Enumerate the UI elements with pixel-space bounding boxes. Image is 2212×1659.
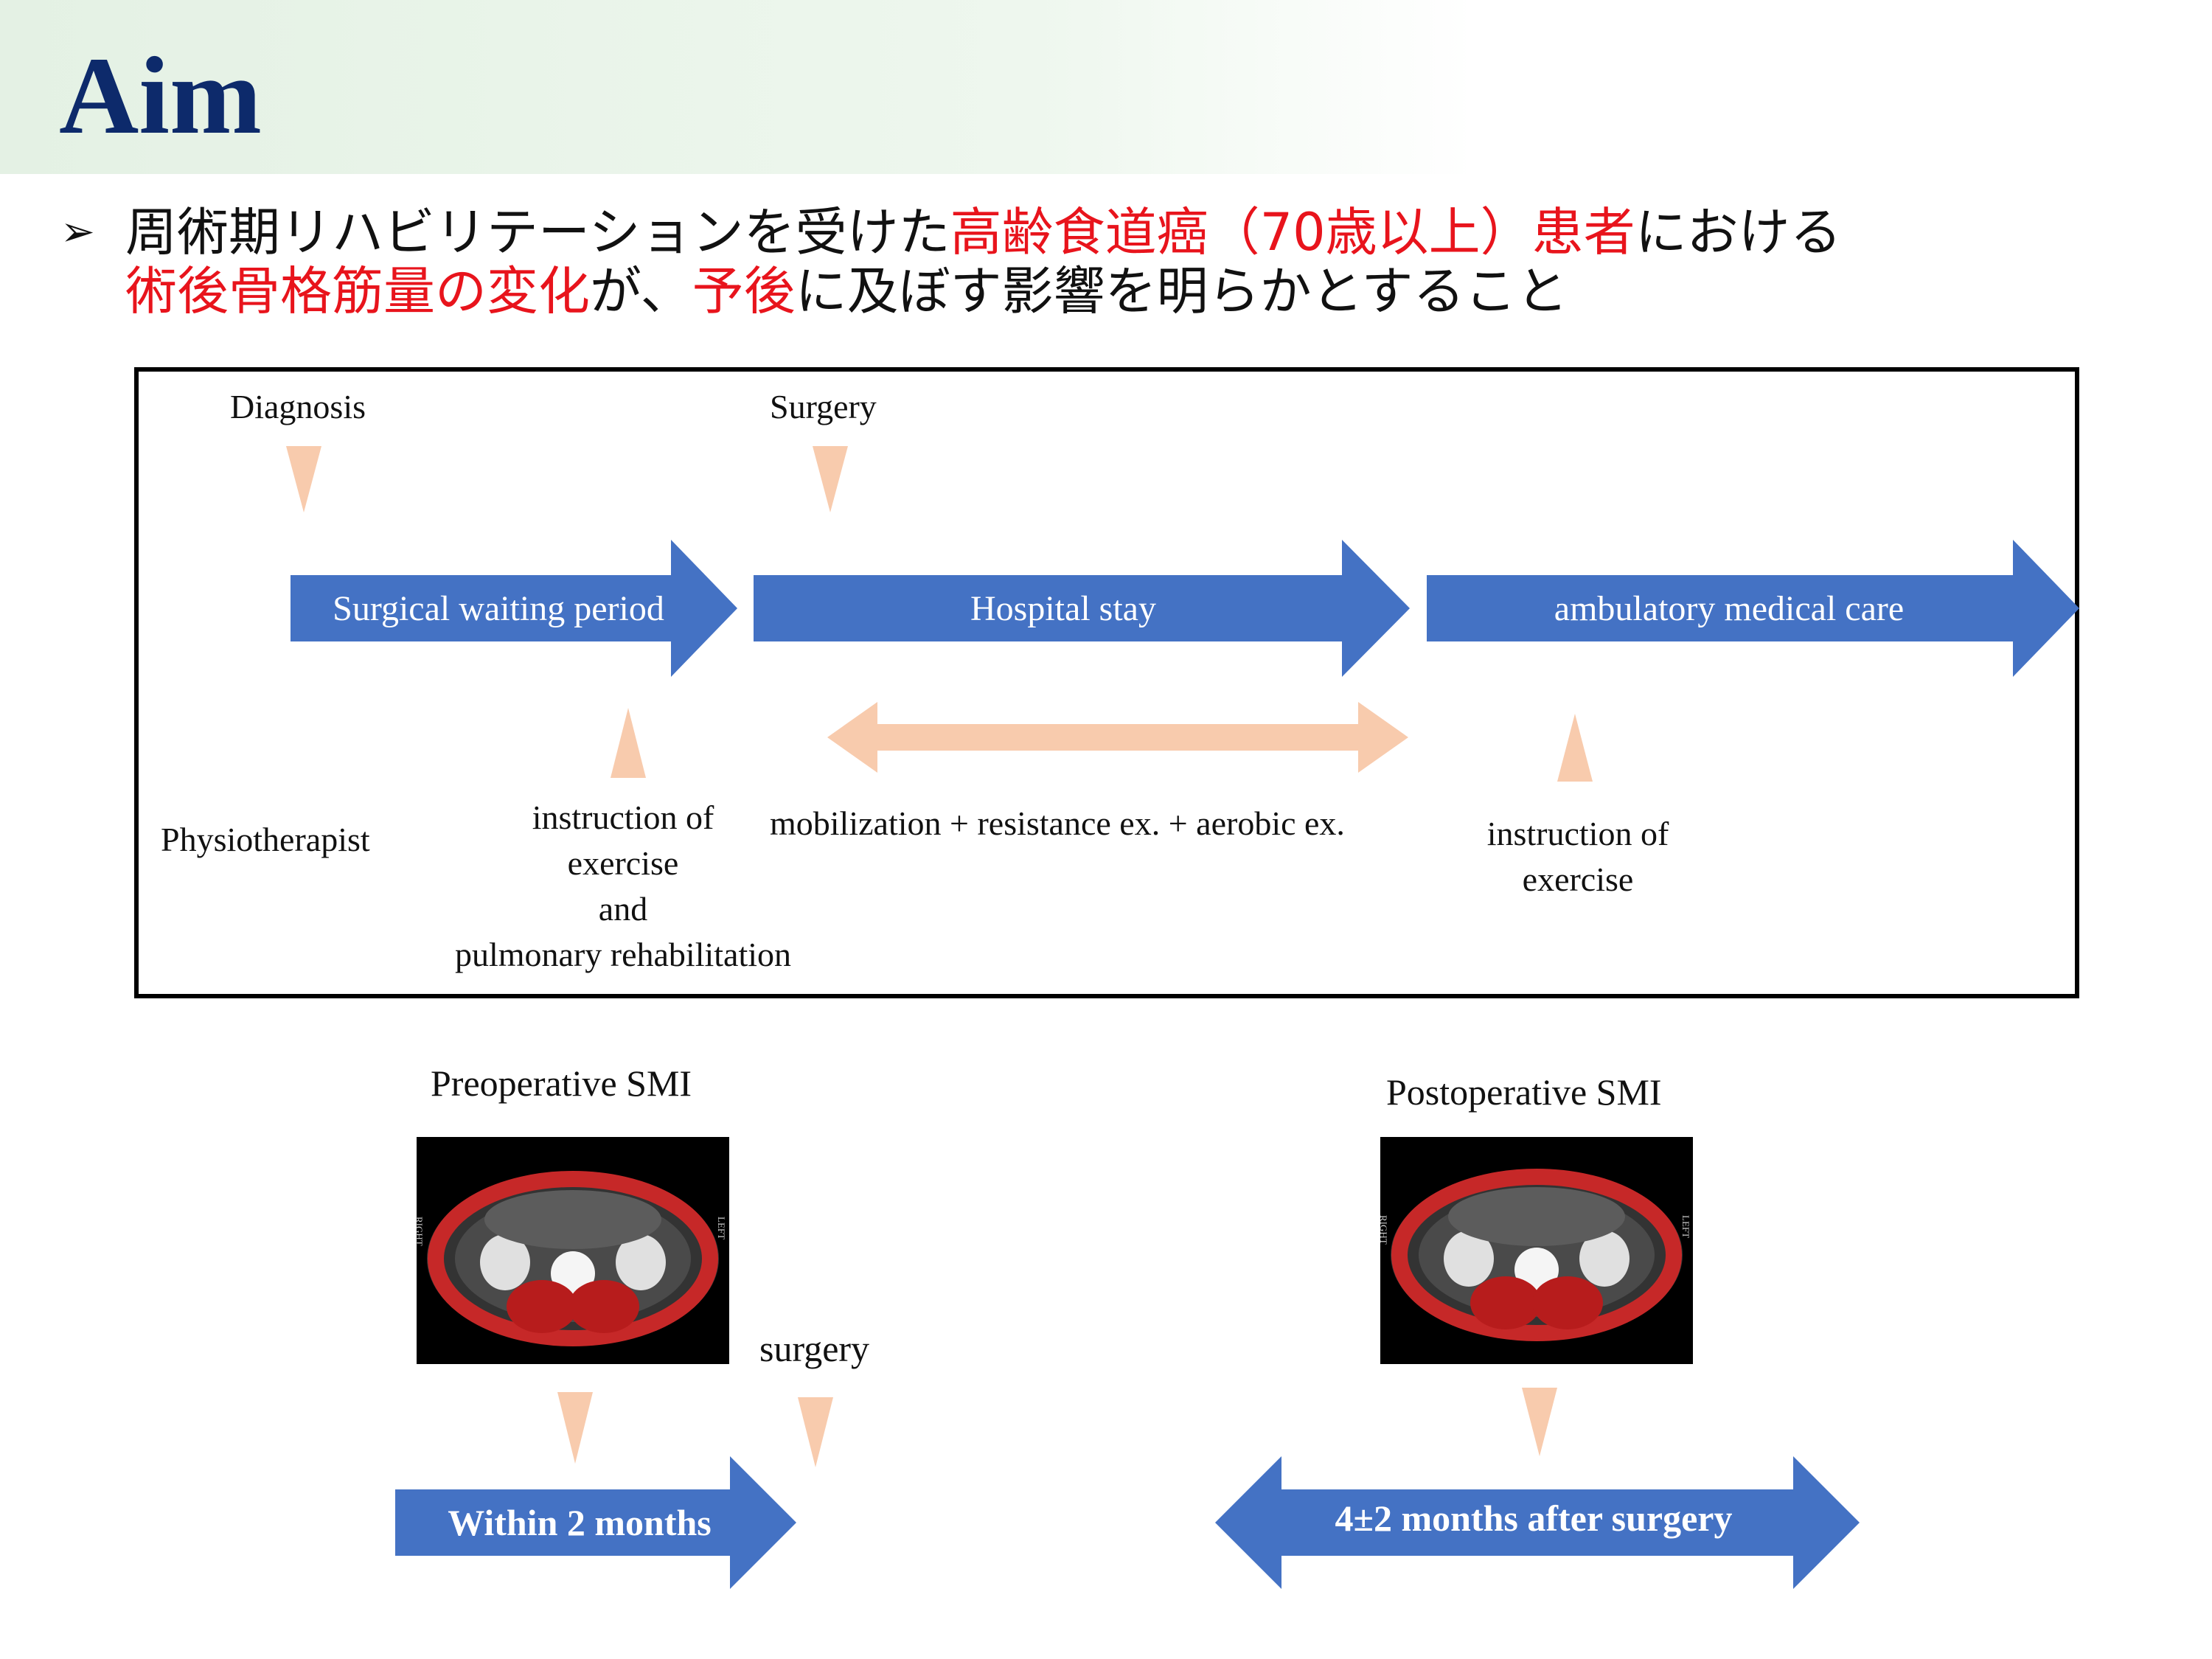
- surgery-bottom-marker-icon: [798, 1397, 833, 1467]
- bullet-line-1: 周術期リハビリテーションを受けた高齢食道癌（70歳以上）患者における: [125, 206, 1842, 258]
- postoperative-ct-image: [1380, 1137, 1693, 1364]
- timeline-box: [134, 367, 2079, 998]
- ct-side-label: LEFT: [716, 1217, 727, 1240]
- phase-arrow-hospital: [754, 540, 1410, 677]
- preop-instruction-marker-icon: [611, 708, 646, 778]
- phase-arrow-waiting: [291, 540, 737, 677]
- surgery-marker-icon: [813, 446, 848, 512]
- preop-instruction-label: instruction of exercise and pulmonary re…: [413, 795, 833, 978]
- preoperative-ct-image: [417, 1137, 729, 1364]
- phase-label-ambulatory: ambulatory medical care: [1554, 589, 1905, 628]
- bullet-highlight-segment: 予後: [692, 261, 796, 321]
- postop-instruction-marker-icon: [1557, 714, 1593, 782]
- phase-label-waiting: Surgical waiting period: [333, 589, 664, 628]
- preop-instruction-line: pulmonary rehabilitation: [454, 936, 792, 973]
- bullet-arrow-icon: ➢: [60, 208, 95, 256]
- bullet-text-segment: に及ぼす影響を明らかとすること: [795, 261, 1568, 321]
- diagnosis-marker-icon: [286, 446, 321, 512]
- bullet-text-segment: が、: [590, 261, 692, 321]
- preop-instruction-line: instruction of: [532, 799, 714, 836]
- diagnosis-label: Diagnosis: [230, 388, 366, 425]
- bullet-text-segment: における: [1635, 202, 1842, 262]
- post-timing-label: 4±2 months after surgery: [1335, 1498, 1733, 1539]
- pre-timing-label: Within 2 months: [448, 1502, 712, 1543]
- preop-instruction-line: and: [598, 890, 648, 928]
- pre-smi-marker-icon: [557, 1392, 593, 1464]
- postop-instruction-line: exercise: [1522, 860, 1634, 898]
- bullet-text-segment: 周術期リハビリテーションを受けた: [125, 202, 950, 262]
- phase-arrow-ambulatory: [1427, 540, 2079, 677]
- ct-side-label: LEFT: [1680, 1215, 1691, 1239]
- postop-instruction-line: instruction of: [1486, 815, 1669, 852]
- post-smi-title: Postoperative SMI: [1386, 1071, 1662, 1113]
- bullet-line-2: 術後骨格筋量の変化が、予後に及ぼす影響を明らかとすること: [125, 265, 1568, 317]
- header-band: [0, 0, 1475, 174]
- post-smi-marker-icon: [1522, 1388, 1557, 1456]
- pre-smi-title: Preoperative SMI: [431, 1062, 692, 1104]
- slide-title: Aim: [59, 35, 262, 157]
- inpatient-double-arrow-icon: [827, 702, 1408, 773]
- ct-side-label: RIGHT: [1378, 1215, 1389, 1245]
- surgery-label: Surgery: [770, 388, 877, 425]
- inpatient-program-label: mobilization + resistance ex. + aerobic …: [770, 804, 1345, 842]
- pre-timing-arrow: [395, 1456, 796, 1589]
- physiotherapist-label: Physiotherapist: [161, 821, 370, 858]
- bullet-highlight-segment: 高齢食道癌（70歳以上）患者: [950, 202, 1635, 262]
- post-timing-arrow: [1215, 1456, 1860, 1589]
- postop-instruction-label: instruction of exercise: [1445, 811, 1711, 902]
- surgery-bottom-label: surgery: [759, 1328, 870, 1369]
- bullet-highlight-segment: 術後骨格筋量の変化: [125, 261, 590, 321]
- preop-instruction-line: exercise: [567, 844, 679, 882]
- ct-side-label: RIGHT: [414, 1217, 425, 1246]
- phase-label-hospital: Hospital stay: [970, 589, 1156, 628]
